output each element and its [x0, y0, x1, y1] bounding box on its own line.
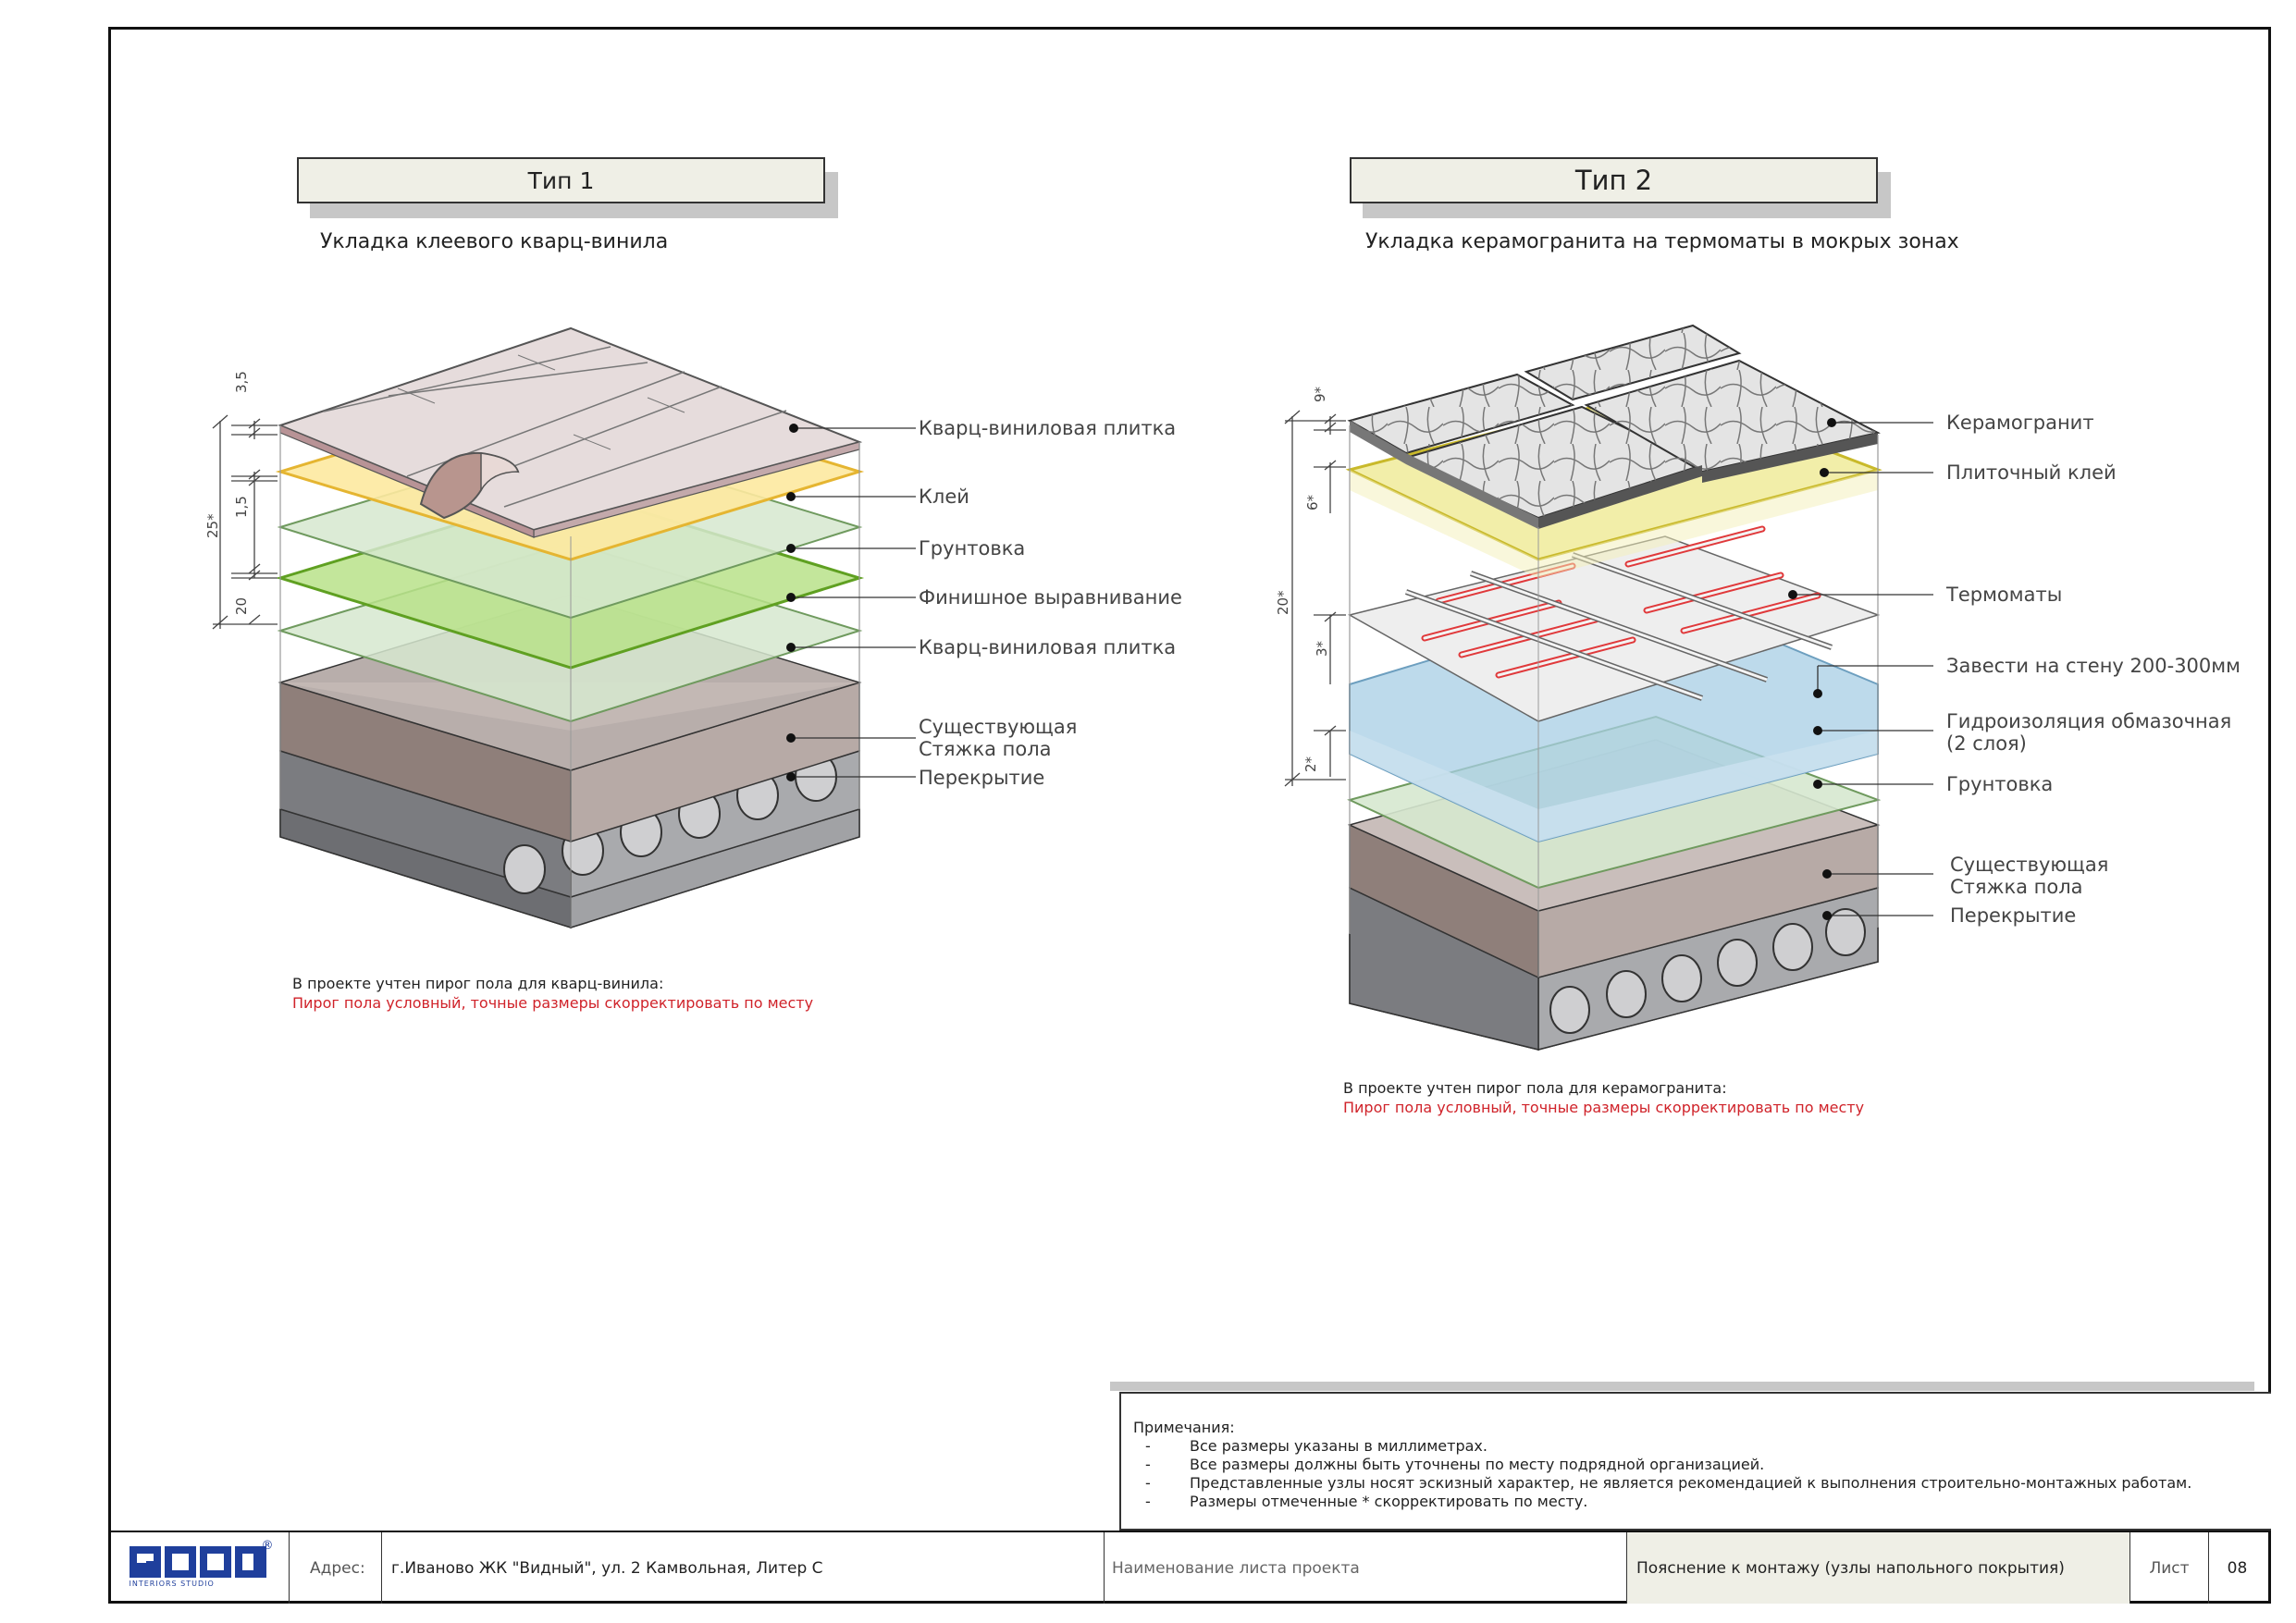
type1-subtitle: Укладка клеевого кварц-винила	[320, 230, 669, 253]
type2-label-tile-adhesive: Плиточный клей	[1946, 461, 2117, 484]
studio-logo: INTERIORS STUDIO ®	[129, 1539, 274, 1591]
type2-title: Тип 2	[1574, 165, 1653, 196]
type2-dimensions	[1284, 410, 1346, 787]
type2-dim-6: 6*	[1304, 494, 1321, 510]
type1-label-screed-2: Стяжка пола	[919, 738, 1052, 760]
type1-dimensions	[212, 414, 278, 630]
type2-label-wall-note: Завести на стену 200-300мм	[1946, 655, 2240, 677]
registered-mark: ®	[261, 1538, 274, 1553]
type2-title-box: Тип 2	[1350, 157, 1878, 203]
type2-label-porcelain: Керамогранит	[1946, 412, 2094, 434]
type1-label-screed-1: Существующая	[919, 716, 1078, 738]
drawing-sheet-border	[108, 27, 2271, 1604]
type2-dim-3: 3*	[1314, 640, 1330, 657]
type2-leader-dots	[1788, 418, 1836, 920]
type2-diagram	[1284, 324, 1933, 1051]
sheet-name: Пояснение к монтажу (узлы напольного пок…	[1627, 1532, 2130, 1604]
type2-dim-20: 20*	[1275, 590, 1291, 615]
type2-label-screed-2: Стяжка пола	[1950, 876, 2083, 898]
type2-label-primer: Грунтовка	[1946, 773, 2054, 795]
type1-title-box: Тип 1	[297, 157, 825, 203]
notes-item: -Размеры отмеченные * скорректировать по…	[1145, 1493, 1588, 1510]
type1-label-slab: Перекрытие	[919, 767, 1045, 789]
address-value: г.Иваново ЖК "Видный", ул. 2 Камвольная,…	[382, 1532, 1105, 1604]
type2-label-slab: Перекрытие	[1950, 904, 2077, 927]
address-label: Адрес:	[290, 1532, 382, 1604]
sheet-number: 08	[2227, 1558, 2248, 1578]
type1-note-red: Пирог пола условный, точные размеры скор…	[292, 994, 814, 1012]
logo-subtitle: INTERIORS STUDIO	[129, 1579, 215, 1588]
type2-label-screed-1: Существующая	[1950, 854, 2109, 876]
type2-slab-holes	[1549, 908, 1866, 1034]
type2-porcelain-tiles	[1347, 324, 1881, 529]
type2-layer-heating-mats	[1347, 525, 1881, 722]
sheet-label: Лист	[2130, 1532, 2209, 1604]
type1-dim-1-5: 1,5	[233, 496, 250, 518]
type2-leaders	[1793, 422, 1933, 916]
type2-label-waterproofing-2: (2 слоя)	[1946, 732, 2027, 755]
type1-dim-20: 20	[233, 596, 250, 615]
type1-note: В проекте учтен пирог пола для кварц-вин…	[292, 975, 664, 992]
notes-box: Примечания: -Все размеры указаны в милли…	[1119, 1392, 2271, 1531]
type1-slab	[279, 749, 860, 929]
type1-dim-25: 25*	[204, 513, 221, 538]
notes-heading: Примечания:	[1133, 1419, 1235, 1436]
type2-dim-2: 2*	[1302, 756, 1319, 772]
type1-leaders	[791, 427, 916, 778]
type1-label-leveling: Финишное выравнивание	[919, 586, 1182, 609]
type1-leader-dots	[786, 424, 798, 781]
type1-label-glue: Клей	[919, 486, 969, 508]
type1-label-primer: Грунтовка	[919, 537, 1026, 559]
type2-note: В проекте учтен пирог пола для керамогра…	[1343, 1079, 1727, 1097]
type1-label-vinyl-tile: Кварц-виниловая плитка	[919, 417, 1177, 439]
type2-label-waterproofing-1: Гидроизоляция обмазочная	[1946, 710, 2232, 732]
type2-label-heating-mats: Термоматы	[1946, 584, 2063, 606]
notes-item: -Все размеры указаны в миллиметрах.	[1145, 1437, 1487, 1455]
type2-note-red: Пирог пола условный, точные размеры скор…	[1343, 1099, 1865, 1116]
sheet-name-label: Наименование листа проекта	[1105, 1532, 1627, 1604]
type2-subtitle: Укладка керамогранита на термоматы в мок…	[1365, 230, 1959, 253]
notes-shadow	[1110, 1382, 2254, 1391]
type1-vinyl-tile	[278, 326, 863, 538]
type1-title: Тип 1	[527, 166, 595, 194]
type1-label-base-tile: Кварц-виниловая плитка	[919, 636, 1177, 658]
type1-diagram	[212, 326, 916, 929]
type2-dim-9: 9*	[1312, 386, 1328, 402]
logo-cell: INTERIORS STUDIO ®	[108, 1532, 290, 1604]
title-block: INTERIORS STUDIO ® Адрес: г.Иваново ЖК "…	[108, 1531, 2271, 1604]
notes-item: -Представленные узлы носят эскизный хара…	[1145, 1474, 2192, 1492]
type2-slab	[1349, 886, 1879, 1051]
type1-dim-3-5: 3,5	[233, 371, 250, 393]
notes-item: -Все размеры должны быть уточнены по мес…	[1145, 1456, 1765, 1473]
